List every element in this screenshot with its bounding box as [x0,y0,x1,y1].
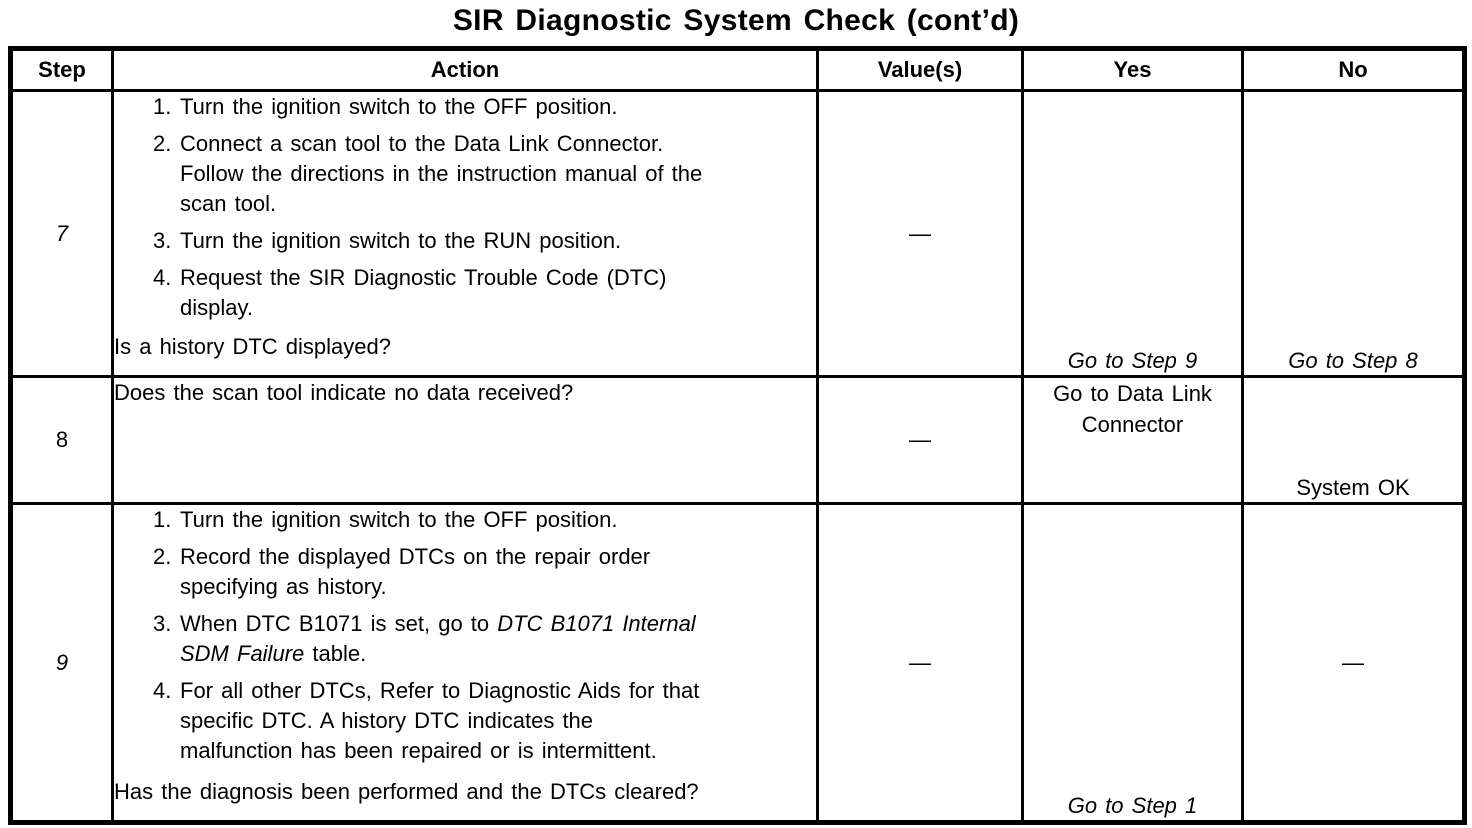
diagnostic-table: Step Action Value(s) Yes No 7 1. [8,46,1467,825]
action-item-text: Request the SIR Diagnostic Trouble Code … [180,263,816,323]
action-question: Is a history DTC displayed? [114,334,391,359]
action-item-line: Turn the ignition switch to the OFF posi… [180,507,618,532]
action-item-line: specifying as history. [180,574,387,599]
table-reference-italic: DTC B1071 Internal [497,611,696,636]
action-item-number: 2. [153,131,172,156]
action-item: 4. Request the SIR Diagnostic Trouble Co… [153,263,816,323]
column-header-step: Step [9,47,114,92]
action-item: 1. Turn the ignition switch to the OFF p… [153,92,816,122]
header-row: Step Action Value(s) Yes No [9,47,1466,92]
step-cell: 8 [9,375,114,505]
action-item-line: Record the displayed DTCs on the repair … [180,544,651,569]
action-content: 1. Turn the ignition switch to the OFF p… [114,505,816,807]
action-item: 1. Turn the ignition switch to the OFF p… [153,505,816,535]
action-item-line: Turn the ignition switch to the RUN posi… [180,228,622,253]
action-item-number: 4. [153,678,172,703]
column-header-no: No [1241,47,1466,92]
action-question: Has the diagnosis been performed and the… [114,779,699,804]
action-item-line: Request the SIR Diagnostic Trouble Code … [180,265,667,290]
action-item: 4. For all other DTCs, Refer to Diagnost… [153,676,816,766]
action-item-number: 1. [153,94,172,119]
table-reference-italic: SDM Failure [180,641,305,666]
action-item-line: When DTC B1071 is set, go to DTC B1071 I… [180,609,816,639]
table-body: 7 1. Turn the ignition switch to the OFF… [9,89,1466,824]
yes-cell: Go to Data Link Connector [1021,375,1244,505]
action-item: 3. Turn the ignition switch to the RUN p… [153,226,816,256]
action-item-number: 2. [153,544,172,569]
action-item-text-part: table. [304,641,367,666]
action-item-text: Turn the ignition switch to the RUN posi… [180,226,816,256]
page-title: SIR Diagnostic System Check (cont’d) [452,4,1020,37]
action-item-text: Turn the ignition switch to the OFF posi… [180,505,816,535]
action-item-text: Connect a scan tool to the Data Link Con… [180,129,816,219]
yes-cell: Go to Step 1 [1021,502,1244,824]
values-cell: — [816,89,1024,378]
step-cell: 9 [9,502,114,824]
action-item-line: Connect a scan tool to the Data Link Con… [180,131,664,156]
action-list: 1. Turn the ignition switch to the OFF p… [114,92,816,330]
no-cell: Go to Step 8 [1241,89,1466,378]
step-cell: 7 [9,89,114,378]
action-question: Does the scan tool indicate no data rece… [114,380,574,405]
action-item: 2. Connect a scan tool to the Data Link … [153,129,816,219]
values-cell: — [816,375,1024,505]
action-item-line: display. [180,295,253,320]
no-cell: System OK [1241,375,1466,505]
action-item-line: Turn the ignition switch to the OFF posi… [180,94,618,119]
action-item: 3. When DTC B1071 is set, go to DTC B107… [153,609,816,669]
action-item-number: 4. [153,265,172,290]
action-item-number: 3. [153,228,172,253]
values-cell: — [816,502,1024,824]
table-row-step-9: 9 1. Turn the ignition switch to the OFF… [9,502,1466,824]
action-cell: 1. Turn the ignition switch to the OFF p… [111,502,819,824]
action-item-text: When DTC B1071 is set, go to DTC B1071 I… [180,609,816,669]
action-item-line: For all other DTCs, Refer to Diagnostic … [180,678,700,703]
action-item-text: Turn the ignition switch to the OFF posi… [180,92,816,122]
yes-cell: Go to Step 9 [1021,89,1244,378]
action-item-number: 1. [153,507,172,532]
action-item-number: 3. [153,611,172,636]
column-header-action: Action [111,47,819,92]
action-cell: 1. Turn the ignition switch to the OFF p… [111,89,819,378]
column-header-yes: Yes [1021,47,1244,92]
table-row-step-7: 7 1. Turn the ignition switch to the OFF… [9,89,1466,378]
column-header-values: Value(s) [816,47,1024,92]
table-header: Step Action Value(s) Yes No [9,47,1466,92]
action-item-line: SDM Failure table. [180,639,816,669]
action-item: 2. Record the displayed DTCs on the repa… [153,542,816,602]
action-item-line: Follow the directions in the instruction… [180,161,703,186]
action-item-line: scan tool. [180,191,277,216]
action-item-text: Record the displayed DTCs on the repair … [180,542,816,602]
action-item-line: specific DTC. A history DTC indicates th… [180,708,594,733]
action-cell: Does the scan tool indicate no data rece… [111,375,819,505]
no-cell: — [1241,502,1466,824]
action-item-text: For all other DTCs, Refer to Diagnostic … [180,676,816,766]
action-item-text-part: When DTC B1071 is set, go to [180,611,498,636]
action-content: 1. Turn the ignition switch to the OFF p… [114,92,816,362]
action-list: 1. Turn the ignition switch to the OFF p… [114,505,816,773]
table-row-step-8: 8 Does the scan tool indicate no data re… [9,375,1466,505]
action-item-line: malfunction has been repaired or is inte… [180,738,657,763]
